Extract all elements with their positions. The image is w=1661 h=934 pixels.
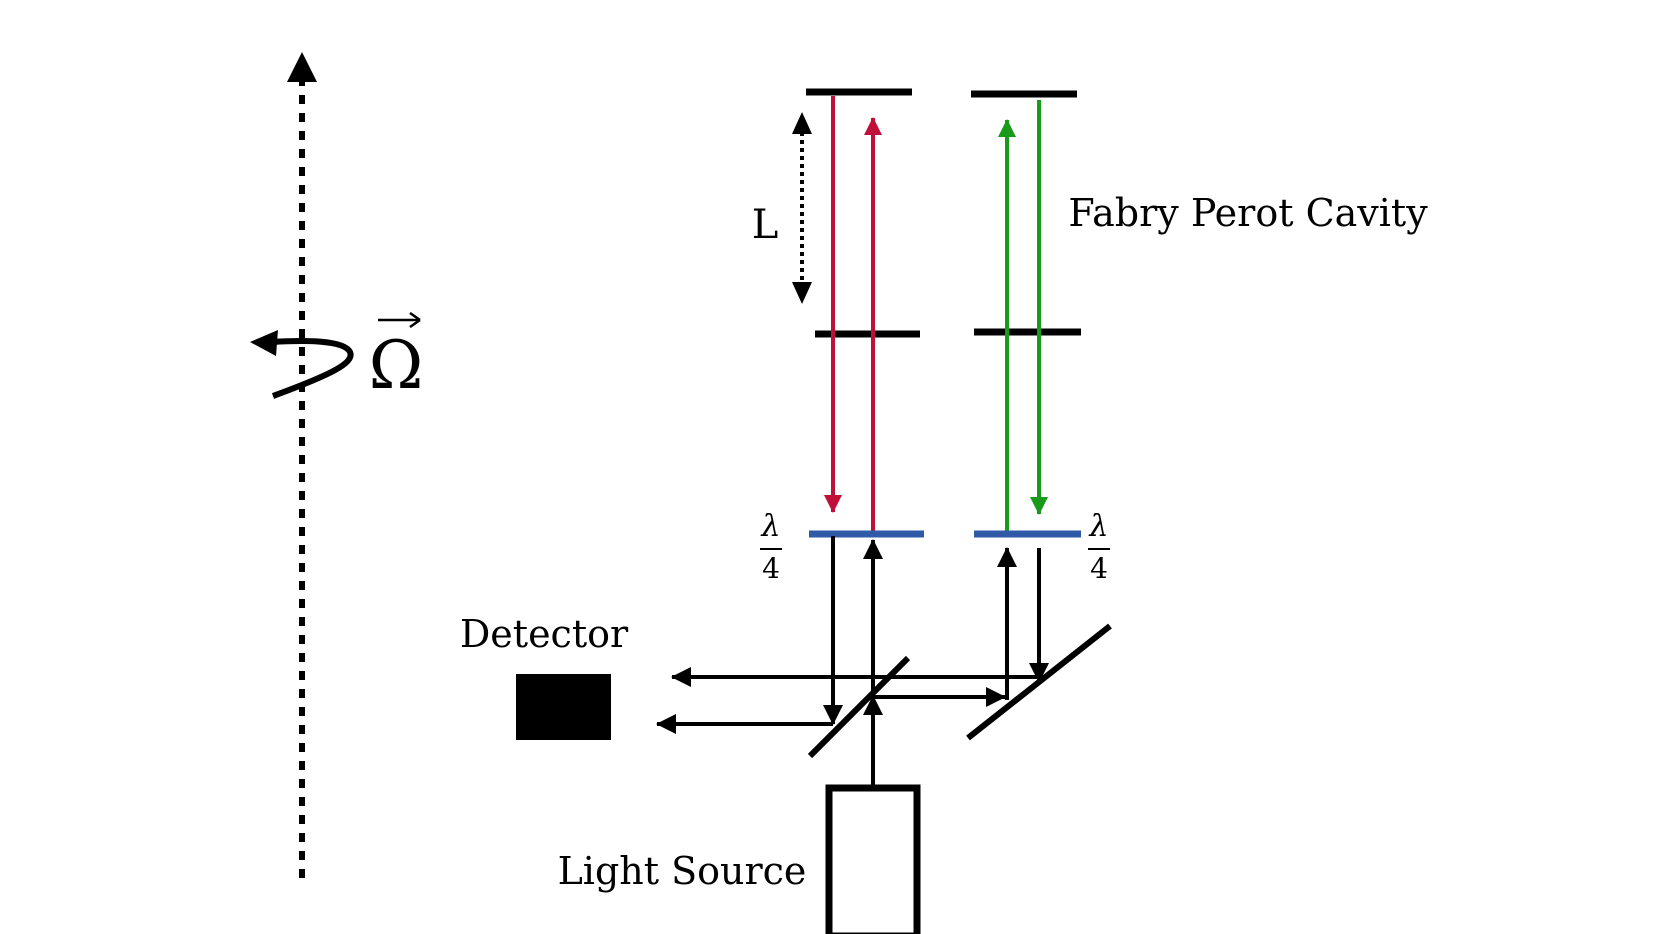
beam-splitter-left [807, 655, 911, 759]
detector-label: Detector [460, 612, 629, 656]
length-label: L [752, 202, 779, 248]
black-beams [656, 536, 1049, 786]
waveplate-right-label: λ 4 [1088, 509, 1110, 585]
light-source-box [825, 784, 921, 934]
rotation-axis [287, 52, 317, 878]
beam-splitters [807, 623, 1112, 759]
cavity-label: Fabry Perot Cavity [1068, 191, 1428, 235]
length-indicator: L [752, 112, 812, 304]
svg-text:4: 4 [762, 552, 780, 585]
waveplate-left-label: λ 4 [760, 509, 782, 585]
green-beams [998, 100, 1048, 534]
omega-label: Ω [369, 311, 424, 404]
rotation-curl-icon [250, 330, 354, 399]
axis-arrow-icon [287, 52, 317, 82]
omega-text: Ω [369, 327, 424, 404]
red-beams [824, 96, 882, 534]
svg-text:λ: λ [760, 509, 780, 544]
light-source-label: Light Source [558, 849, 807, 893]
svg-text:4: 4 [1090, 552, 1108, 585]
svg-text:λ: λ [1088, 509, 1108, 544]
detector-block [516, 674, 611, 740]
